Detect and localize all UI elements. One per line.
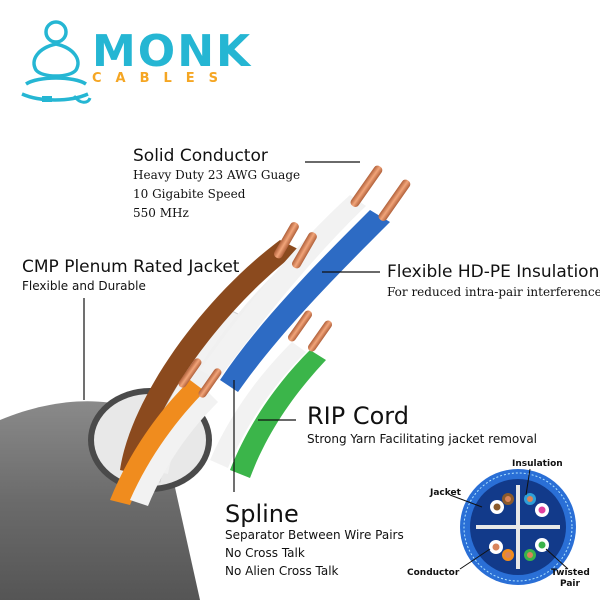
orange-wire xyxy=(110,380,206,505)
white-blue-wire xyxy=(200,195,366,380)
cross-section-pointers xyxy=(449,468,569,570)
cross-section-label-jacket: Jacket xyxy=(430,488,461,498)
spline-title: Spline xyxy=(225,500,299,528)
spline-line-2: No Cross Talk xyxy=(225,546,305,560)
solid-conductor-line-1: Heavy Duty 23 AWG Guage xyxy=(133,168,301,182)
solid-conductor-line-3: 550 MHz xyxy=(133,206,189,220)
spline-line-3: No Alien Cross Talk xyxy=(225,564,339,578)
cross-section-spline xyxy=(476,485,560,569)
cmp-jacket-line-1: Flexible and Durable xyxy=(22,279,146,293)
green-wire xyxy=(230,350,326,478)
rip-cord-title: RIP Cord xyxy=(307,402,409,430)
hdpe-insulation-line-1: For reduced intra-pair interference xyxy=(387,285,600,299)
brand-subname: CABLES xyxy=(92,71,233,86)
blue-wire xyxy=(220,210,390,392)
cross-section-pairs xyxy=(489,493,549,561)
rip-cord-line-1: Strong Yarn Facilitating jacket removal xyxy=(307,432,538,446)
cross-section-label-insulation: Insulation xyxy=(512,459,563,469)
hdpe-insulation-title: Flexible HD-PE Insulation xyxy=(387,262,600,282)
spline-line-1: Separator Between Wire Pairs xyxy=(225,528,404,542)
leader-lines xyxy=(83,161,380,492)
cross-section-label-twisted: Twisted xyxy=(551,568,590,578)
monk-logo-icon xyxy=(21,20,92,104)
white-orange-wire xyxy=(130,390,218,506)
cross-section-label-conductor: Conductor xyxy=(407,568,460,578)
cross-section-diagram xyxy=(449,468,576,585)
solid-conductor-line-2: 10 Gigabite Speed xyxy=(133,187,246,201)
cross-section-label-pair: Pair xyxy=(560,579,580,589)
brand-name: MONK xyxy=(92,26,253,77)
solid-conductor-title: Solid Conductor xyxy=(133,146,268,166)
cmp-jacket-title: CMP Plenum Rated Jacket xyxy=(22,257,240,277)
copper-conductors xyxy=(178,165,411,398)
